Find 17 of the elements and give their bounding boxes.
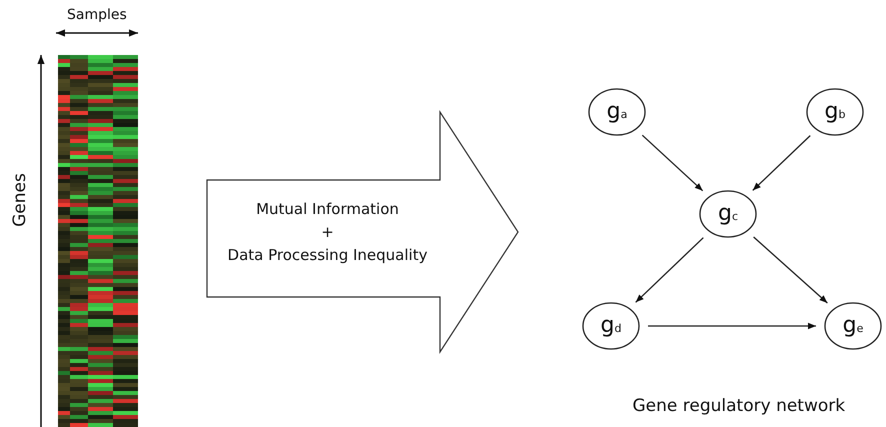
gene-node — [806, 88, 864, 136]
arrow — [635, 237, 704, 303]
arrow-text: Data Processing Inequality — [228, 245, 428, 266]
arrow — [753, 236, 828, 304]
gene-node — [582, 302, 640, 350]
arrow-text: + — [321, 222, 334, 243]
gene-node — [699, 190, 757, 238]
axis-label: Genes — [10, 173, 30, 227]
axis-label: Samples — [67, 7, 127, 23]
caption: Gene regulatory network — [632, 396, 846, 416]
arrow — [642, 134, 704, 192]
block-arrow — [206, 111, 519, 354]
arrow — [752, 135, 811, 191]
gene-node — [824, 302, 882, 350]
arrow-text: Mutual Information — [256, 199, 399, 220]
gene-node — [588, 88, 646, 136]
arrow — [648, 322, 816, 330]
